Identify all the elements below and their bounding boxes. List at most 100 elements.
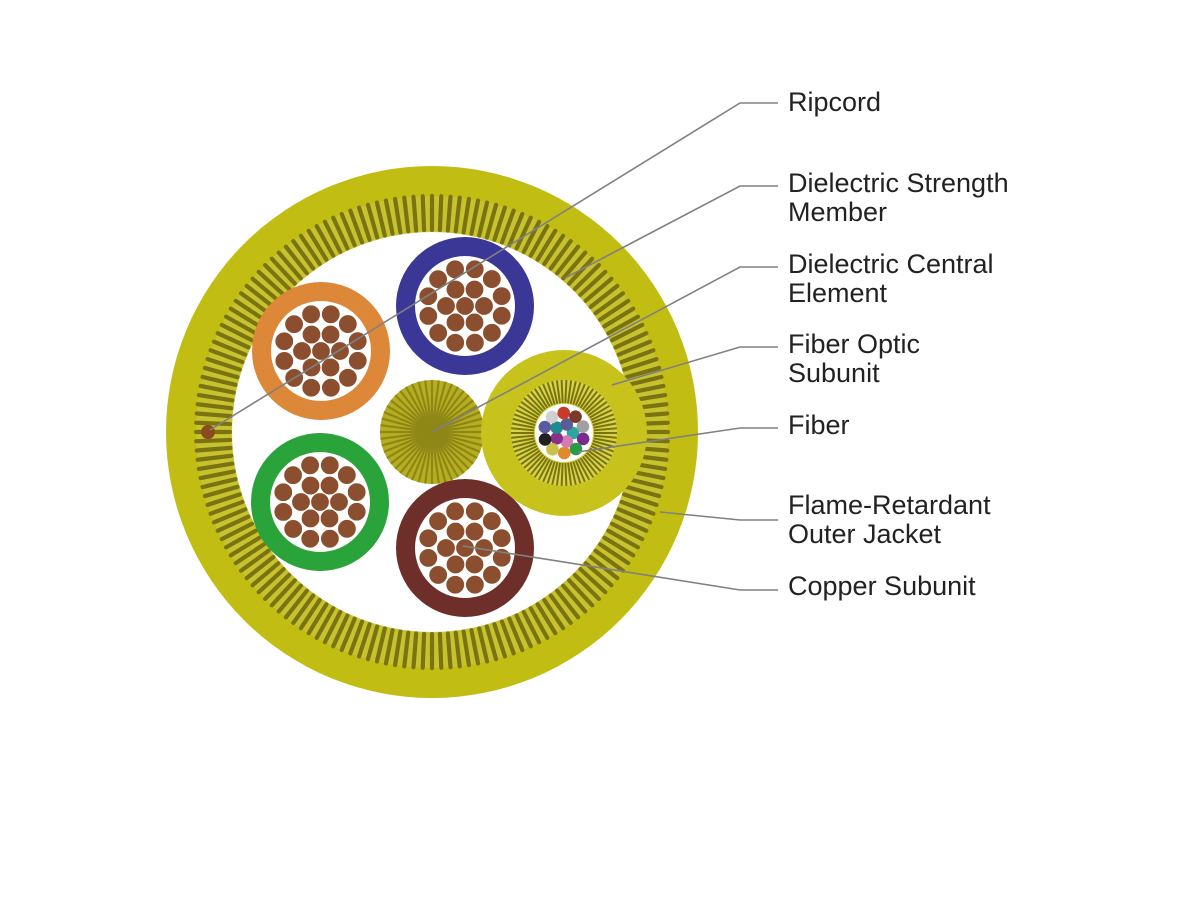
fiber-subunit-yarn (523, 451, 543, 469)
copper-strand (445, 332, 466, 353)
strength-yarn (208, 499, 245, 516)
strength-yarn (548, 593, 573, 626)
copper-strand (273, 501, 294, 523)
strength-yarn (211, 339, 248, 357)
central-strand (411, 383, 434, 433)
strength-yarn (624, 484, 662, 499)
fiber-subunit-yarn (546, 382, 556, 405)
central-strand (431, 431, 474, 465)
strength-yarn (437, 194, 444, 233)
strength-yarn (619, 499, 656, 516)
fiber-subunit-yarn (579, 388, 595, 409)
fiber-subunit-yarn (523, 397, 543, 415)
optical-fiber (560, 435, 574, 448)
strength-yarn (356, 622, 372, 659)
copper-strand (428, 564, 449, 586)
leader-line-copper (462, 545, 778, 591)
central-strand (399, 390, 433, 433)
strength-yarn (411, 631, 419, 670)
strength-yarn (578, 269, 608, 297)
strength-yarn (477, 200, 490, 238)
strength-yarn (492, 205, 508, 242)
fiber-subunit-yarn (511, 434, 535, 439)
copper-strand (300, 528, 321, 549)
central-strand (430, 383, 453, 433)
copper-strand (491, 285, 512, 307)
copper-strand (337, 313, 358, 335)
leader-line-central (431, 266, 778, 433)
copper-strand (273, 482, 294, 503)
copper-strand (418, 528, 439, 549)
central-strand (381, 430, 433, 447)
strength-yarn (554, 588, 581, 620)
strength-yarn (499, 208, 516, 245)
strength-yarn (194, 445, 233, 453)
strength-yarn (561, 250, 588, 281)
strength-yarn (291, 238, 316, 271)
strength-yarn (211, 507, 248, 525)
fiber-subunit-yarn (560, 380, 564, 404)
fiber-subunit-yarn (517, 447, 539, 462)
strength-yarn (507, 616, 525, 653)
strength-yarn (484, 624, 499, 662)
central-strand (405, 386, 433, 433)
central-strand (381, 417, 433, 434)
copper-strand (290, 491, 312, 513)
strength-yarn (597, 542, 631, 566)
strength-yarn (626, 477, 664, 490)
copper-strand (319, 508, 340, 529)
fiber-subunit-yarn (564, 380, 568, 404)
copper-strand (444, 501, 466, 522)
copper-strand (300, 475, 321, 496)
strength-yarn (205, 356, 242, 372)
strength-yarn (298, 597, 322, 631)
copper-subunit-blue (396, 237, 534, 375)
optical-fiber (538, 420, 552, 434)
fiber-subunit-yarn (572, 461, 582, 484)
strength-yarn (250, 276, 281, 303)
strength-yarn (542, 233, 566, 267)
central-strand (431, 431, 470, 470)
copper-strand (491, 527, 512, 549)
strength-yarn (244, 283, 276, 310)
central-strand (431, 390, 465, 433)
optical-fiber (576, 420, 590, 433)
strength-yarn (616, 507, 653, 525)
fiber-subunit-yarn (515, 445, 538, 457)
strength-yarn (233, 298, 267, 322)
fiber-subunit-yarn (520, 401, 541, 417)
strength-yarn (609, 521, 645, 542)
fiber-subunit-yarn (530, 390, 547, 411)
copper-subunit-maroon (396, 479, 534, 617)
fiber-subunit-yarn (551, 462, 559, 485)
copper-strand (464, 312, 485, 333)
strength-yarn (392, 196, 403, 235)
copper-strand (346, 481, 367, 503)
optical-fiber (546, 443, 559, 456)
strength-yarn (228, 306, 262, 329)
strength-yarn (322, 609, 343, 645)
strength-yarn (567, 256, 595, 286)
fiber-subunit-yarn (567, 462, 573, 486)
strength-yarn (219, 521, 255, 542)
strength-yarn (606, 314, 641, 336)
optical-fiber (557, 446, 571, 460)
fiber-subunit-yarn (555, 462, 561, 486)
fiber-subunit-yarn (590, 409, 613, 421)
fiber-subunit-yarn (515, 409, 538, 421)
fiber-subunit-yarn (546, 461, 556, 484)
central-strand (386, 405, 433, 433)
copper-strand (464, 574, 486, 595)
strength-yarn (215, 331, 251, 350)
strength-yarn (613, 514, 649, 533)
copper-strand (464, 554, 485, 575)
label-flame-retardant-outer-jacket: Flame-Retardant Outer Jacket (788, 490, 991, 549)
strength-yarn (269, 256, 297, 286)
fiber-subunit-yarn (584, 394, 602, 413)
central-strand (431, 431, 465, 474)
copper-strand (291, 340, 313, 362)
copper-strand (435, 537, 457, 559)
strength-yarn (602, 535, 636, 558)
copper-strand (481, 510, 502, 532)
copper-strand (464, 501, 485, 522)
